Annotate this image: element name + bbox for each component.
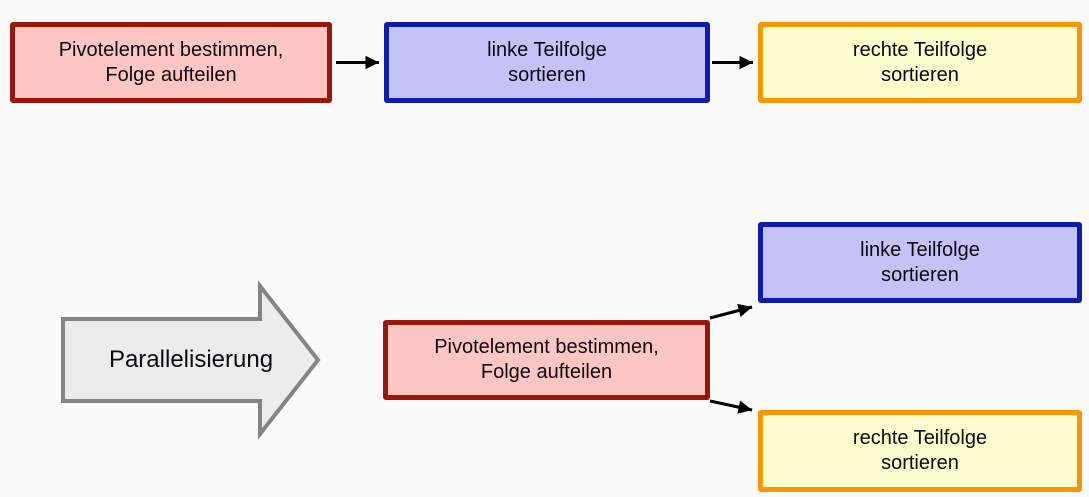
pivot-box-sequential-label: Pivotelement bestimmen, Folge aufteilen	[58, 38, 284, 86]
left-subsequence-box-sequential-label: linke Teilfolge sortieren	[487, 38, 607, 86]
pivot-box-parallel: Pivotelement bestimmen, Folge aufteilen	[383, 320, 710, 400]
left-subsequence-box-parallel: linke Teilfolge sortieren	[758, 222, 1082, 303]
parallelisierung-label: Parallelisierung	[108, 346, 274, 373]
right-subsequence-box-sequential-label: rechte Teilfolge sortieren	[852, 38, 988, 86]
pivot-box-parallel-label: Pivotelement bestimmen, Folge aufteilen	[434, 336, 659, 383]
right-subsequence-box-parallel: rechte Teilfolge sortieren	[758, 410, 1082, 492]
left-subsequence-box-sequential: linke Teilfolge sortieren	[384, 22, 710, 103]
arrow-pivot-to-left-parallel	[709, 303, 753, 320]
pivot-box-sequential: Pivotelement bestimmen, Folge aufteilen	[10, 22, 332, 103]
parallelisierung-arrow-shape	[61, 280, 321, 440]
right-subsequence-box-sequential: rechte Teilfolge sortieren	[758, 22, 1082, 103]
right-subsequence-box-parallel-label: rechte Teilfolge sortieren	[852, 427, 988, 474]
arrow-pivot-to-right-parallel	[709, 399, 753, 414]
left-subsequence-box-parallel-label: linke Teilfolge sortieren	[860, 238, 980, 286]
